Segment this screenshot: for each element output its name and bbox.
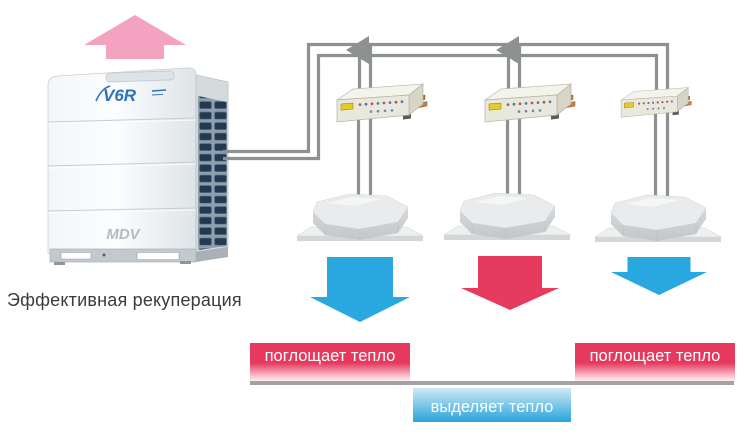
absorb-heat-label-right: поглощает тепло (575, 343, 735, 383)
mode-select-box-1 (336, 83, 428, 123)
indoor-cassette-3 (594, 194, 722, 243)
indoor-unit-2-airflow-down-arrow (461, 256, 559, 310)
mode-select-box-2 (484, 83, 576, 123)
release-heat-label-text: выделяет тепло (430, 398, 554, 416)
separator-line (250, 381, 734, 385)
indoor-unit-1-airflow-down-arrow (310, 257, 410, 322)
heat-exhaust-up-arrow-icon (84, 15, 186, 59)
flow-left-arrowhead-icon (346, 36, 369, 64)
absorb-heat-label-left: поглощает тепло (250, 343, 410, 383)
airflow-arrows (310, 256, 707, 322)
indoor-unit-3-airflow-down-arrow (611, 257, 707, 295)
absorb-heat-label-right-text: поглощает тепло (589, 347, 721, 365)
diagram-caption: Эффективная рекуперация (7, 290, 242, 310)
v6r-logo-text: V6R (103, 86, 137, 105)
outdoor-unit-grille (198, 96, 227, 250)
mode-select-box-3 (620, 87, 692, 118)
absorb-heat-label-left-text: поглощает тепло (264, 347, 396, 365)
pipe-flow-arrowheads (346, 36, 519, 64)
release-heat-label: выделяет тепло (413, 388, 571, 422)
outdoor-unit: V6R MDV (47, 67, 229, 265)
indoor-cassette-1 (296, 193, 424, 242)
flow-left-arrowhead-icon (496, 36, 519, 64)
mdv-logo-text: MDV (106, 226, 141, 243)
indoor-cassette-2 (443, 192, 571, 241)
refrigerant-pipes (223, 42, 670, 200)
v6r-logo: V6R (95, 85, 167, 105)
outdoor-unit-base (49, 247, 228, 265)
